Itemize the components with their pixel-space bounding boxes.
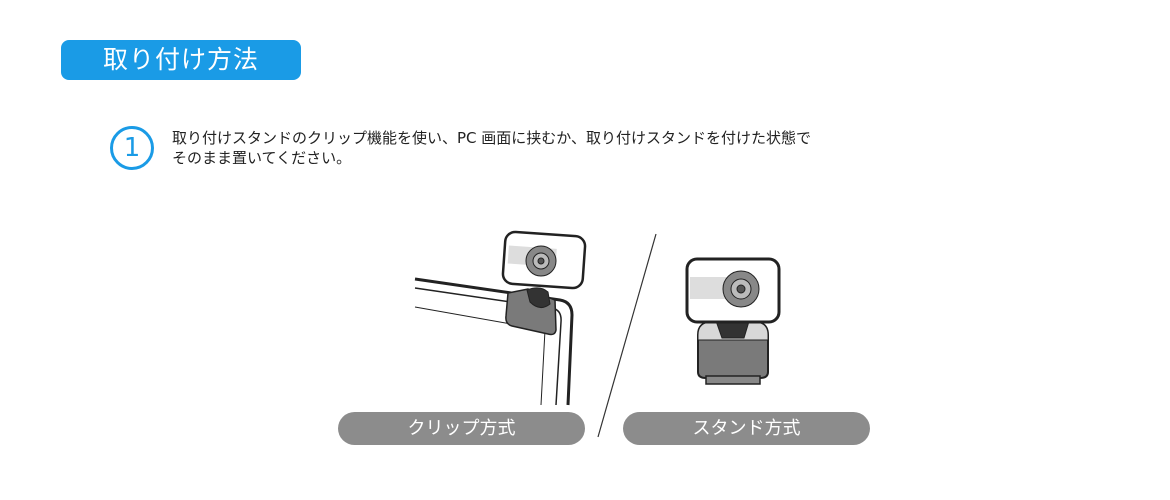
clip-mount-illustration (414, 230, 587, 406)
step-number-badge: 1 (110, 126, 154, 170)
section-title: 取り付け方法 (61, 40, 301, 80)
step-description: 取り付けスタンドのクリップ機能を使い、PC 画面に挟むか、取り付けスタンドを付け… (172, 128, 811, 168)
divider-line (597, 233, 657, 438)
step-line-2: そのまま置いてください。 (172, 149, 352, 167)
stand-mount-illustration (685, 257, 781, 385)
clip-method-label: クリップ方式 (338, 412, 585, 445)
stand-method-label: スタンド方式 (623, 412, 870, 445)
step-line-1: 取り付けスタンドのクリップ機能を使い、PC 画面に挟むか、取り付けスタンドを付け… (172, 129, 811, 147)
